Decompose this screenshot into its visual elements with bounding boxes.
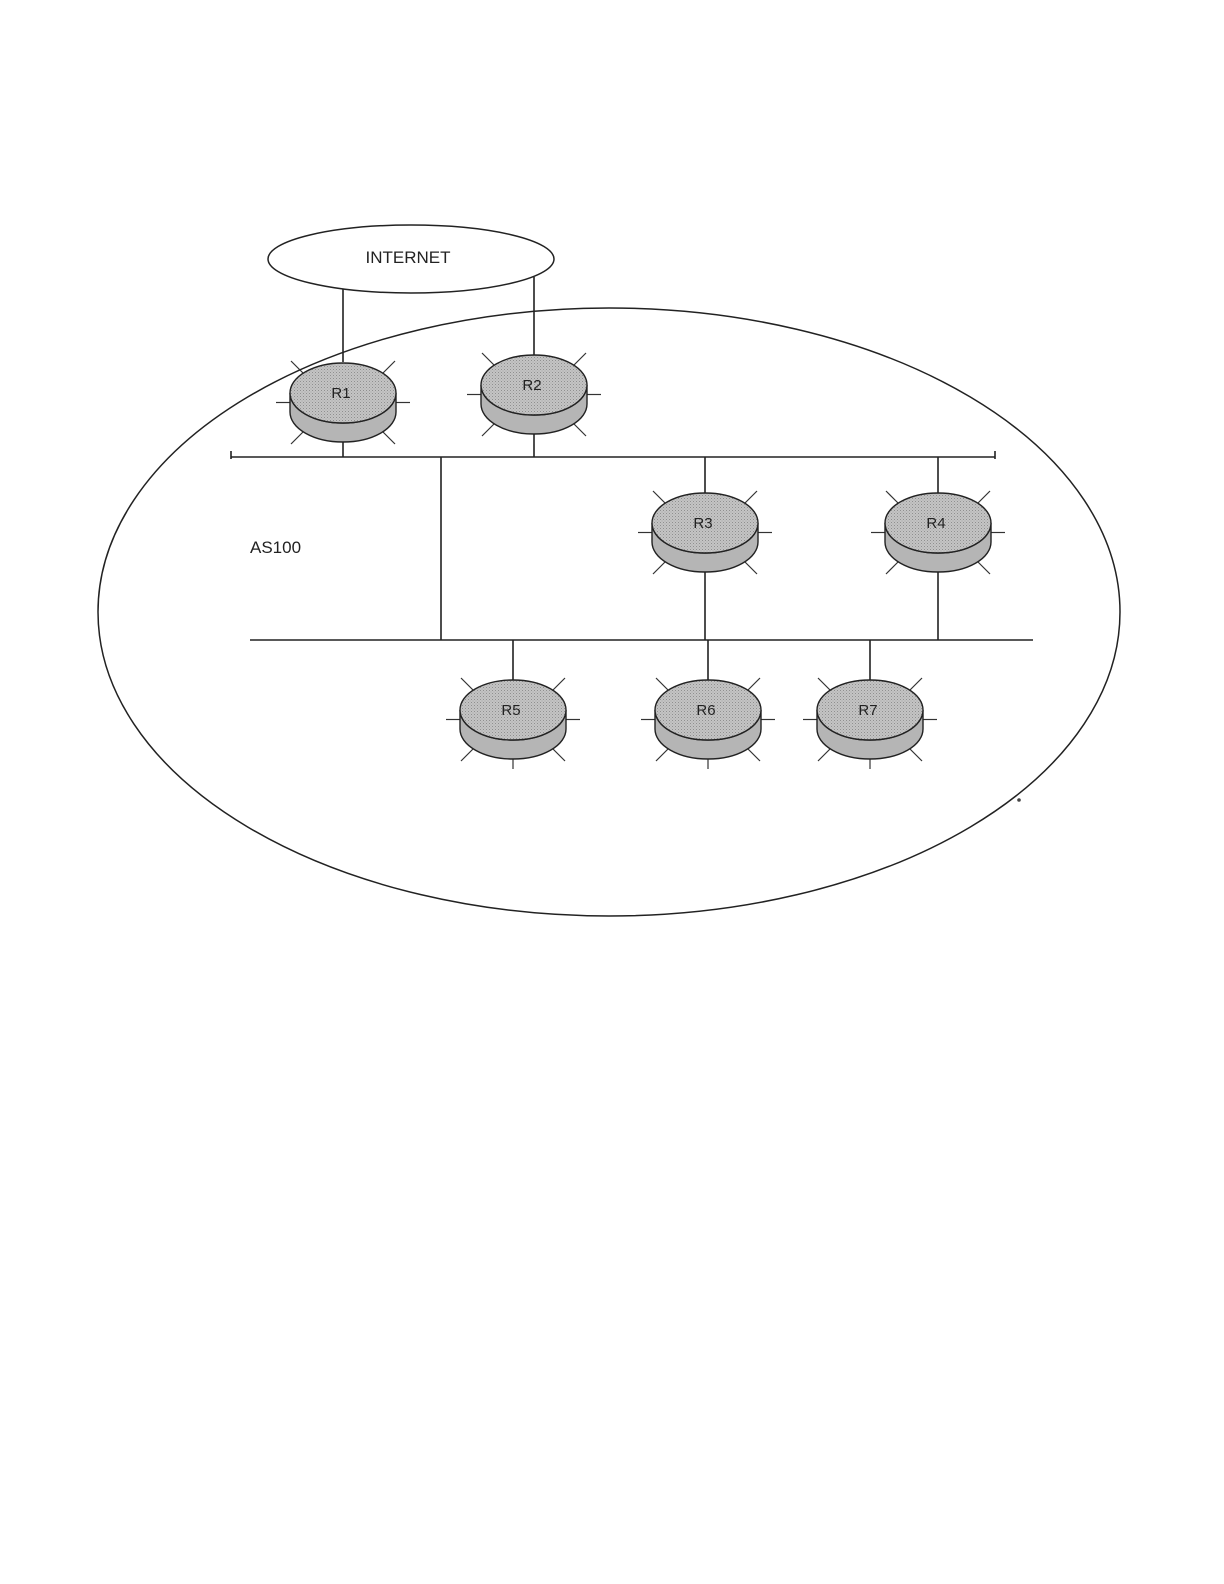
router-label-r5: R5 (501, 702, 520, 719)
stray-mark (1017, 798, 1021, 802)
router-label-r2: R2 (522, 377, 541, 394)
router-r3: R3 (638, 491, 772, 582)
internet-label: INTERNET (366, 248, 451, 267)
router-r4: R4 (871, 491, 1005, 582)
router-r5: R5 (446, 678, 580, 769)
router-label-r7: R7 (858, 702, 877, 719)
router-r7: R7 (803, 678, 937, 769)
router-r6: R6 (641, 678, 775, 769)
router-label-r6: R6 (696, 702, 715, 719)
router-r2: R2 (467, 353, 601, 444)
as-label: AS100 (250, 538, 301, 557)
router-label-r4: R4 (926, 515, 945, 532)
router-r1: R1 (276, 361, 410, 452)
router-label-r3: R3 (693, 515, 712, 532)
as-boundary (98, 308, 1120, 916)
router-label-r1: R1 (331, 385, 350, 402)
